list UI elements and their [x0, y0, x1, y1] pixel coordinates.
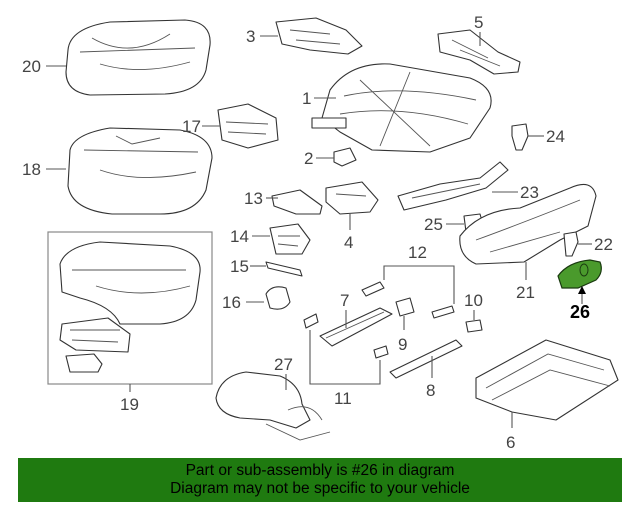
callout-15[interactable]: 15 [230, 257, 266, 276]
callout-8[interactable]: 8 [426, 356, 435, 400]
callout-27[interactable]: 27 [274, 355, 293, 390]
callout-5[interactable]: 5 [474, 13, 483, 46]
callout-25[interactable]: 25 [424, 215, 464, 234]
callout-26[interactable]: 26 [570, 286, 590, 322]
part-9-clip[interactable] [395, 297, 415, 317]
callout-6[interactable]: 6 [506, 412, 515, 452]
callout-2[interactable]: 2 [304, 149, 334, 168]
svg-text:6: 6 [506, 433, 515, 452]
info-banner: Part or sub-assembly is #26 in diagram D… [18, 458, 622, 502]
callout-10[interactable]: 10 [464, 291, 483, 320]
callout-1[interactable]: 1 [302, 89, 336, 108]
part-16-knob[interactable] [265, 286, 291, 310]
part-4-mount[interactable] [325, 181, 379, 215]
svg-text:19: 19 [120, 395, 139, 414]
svg-text:22: 22 [594, 235, 613, 254]
svg-text:11: 11 [334, 389, 352, 408]
part-10-stop[interactable] [465, 319, 483, 333]
svg-text:4: 4 [344, 233, 353, 252]
svg-text:25: 25 [424, 215, 443, 234]
part-21-side-shield[interactable] [459, 183, 597, 265]
svg-text:23: 23 [520, 183, 539, 202]
part-26-highlighted-cover[interactable] [557, 259, 602, 289]
svg-text:21: 21 [516, 283, 535, 302]
svg-text:2: 2 [304, 149, 313, 168]
svg-text:7: 7 [340, 291, 349, 310]
svg-text:26: 26 [570, 302, 590, 322]
part-18-cushion-cover[interactable] [67, 127, 213, 215]
part-3-bracket[interactable] [275, 17, 363, 55]
svg-text:1: 1 [302, 89, 311, 108]
svg-text:27: 27 [274, 355, 293, 374]
svg-text:9: 9 [398, 335, 407, 354]
exploded-parts-diagram: 20 18 19 3 5 [22, 13, 619, 452]
callout-18[interactable]: 18 [22, 160, 66, 179]
svg-text:10: 10 [464, 291, 483, 310]
part-11-fasteners[interactable] [303, 313, 389, 359]
part-6-track-base[interactable] [475, 339, 619, 421]
callout-14[interactable]: 14 [230, 227, 270, 246]
part-24-bolt[interactable] [511, 123, 529, 151]
callout-9[interactable]: 9 [398, 316, 407, 354]
part-12-fasteners[interactable] [361, 281, 455, 319]
part-20-cushion-pad[interactable] [65, 19, 211, 96]
part-2-clip[interactable] [333, 147, 357, 167]
part-22-bolt[interactable] [563, 231, 579, 257]
part-14-switch[interactable] [269, 223, 311, 255]
callout-21[interactable]: 21 [516, 262, 535, 302]
svg-text:5: 5 [474, 13, 483, 32]
callout-12[interactable]: 12 [383, 243, 455, 304]
svg-text:16: 16 [222, 293, 241, 312]
callout-24[interactable]: 24 [528, 127, 565, 146]
callout-3[interactable]: 3 [246, 27, 278, 46]
svg-text:17: 17 [182, 117, 201, 136]
svg-text:8: 8 [426, 381, 435, 400]
callout-19[interactable]: 19 [120, 384, 139, 414]
banner-line-2: Diagram may not be specific to your vehi… [170, 480, 470, 497]
svg-text:24: 24 [546, 127, 565, 146]
part-1-seat-frame[interactable] [311, 63, 492, 153]
part-8-rod[interactable] [389, 339, 463, 379]
callout-20[interactable]: 20 [22, 57, 66, 76]
part-19-cushion-assembly-box[interactable] [47, 231, 213, 385]
svg-text:18: 18 [22, 160, 41, 179]
svg-text:12: 12 [408, 243, 427, 262]
svg-text:13: 13 [244, 189, 263, 208]
callout-23[interactable]: 23 [492, 183, 539, 202]
callout-16[interactable]: 16 [222, 293, 264, 312]
part-15-rod[interactable] [265, 261, 303, 277]
part-23-bracket[interactable] [397, 161, 509, 211]
svg-text:20: 20 [22, 57, 41, 76]
part-17-trim[interactable] [217, 103, 279, 149]
callout-22[interactable]: 22 [578, 235, 613, 254]
callout-11[interactable]: 11 [309, 330, 381, 408]
part-7-slide-rail[interactable] [319, 307, 393, 347]
svg-text:15: 15 [230, 257, 249, 276]
part-5-rail[interactable] [437, 29, 521, 75]
callout-17[interactable]: 17 [182, 117, 220, 136]
part-27-harness[interactable] [215, 371, 331, 441]
banner-line-1: Part or sub-assembly is #26 in diagram [185, 462, 455, 479]
callout-4[interactable]: 4 [344, 214, 353, 252]
callout-13[interactable]: 13 [244, 189, 278, 208]
callout-7[interactable]: 7 [340, 291, 349, 328]
svg-text:14: 14 [230, 227, 249, 246]
part-13-bracket[interactable] [271, 189, 323, 215]
svg-text:3: 3 [246, 27, 255, 46]
